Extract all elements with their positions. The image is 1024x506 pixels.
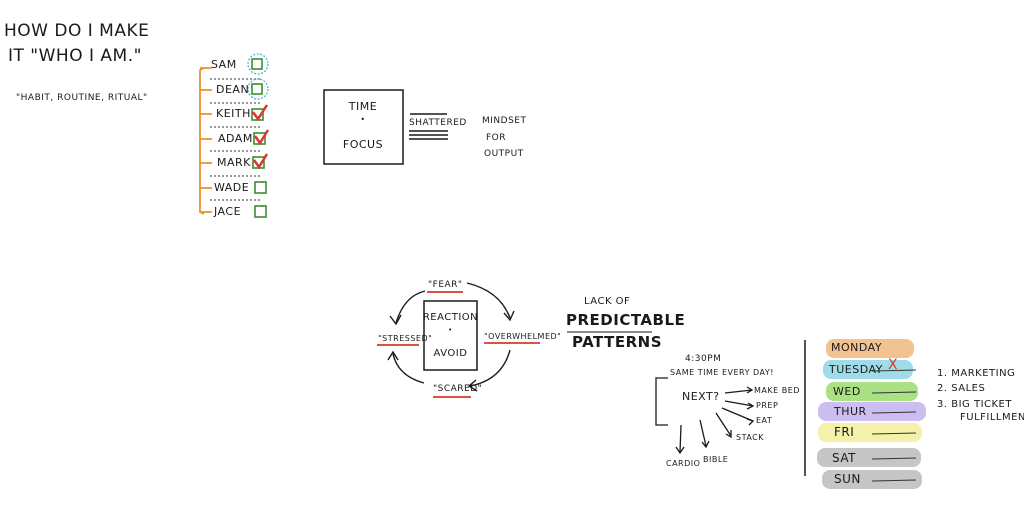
name-wade: Wade: [214, 181, 250, 194]
day-sat: Sat: [832, 451, 856, 465]
check-mark: [252, 153, 269, 170]
day-highlight-fri: [818, 423, 922, 442]
day-highlight-tuesday: [823, 360, 913, 379]
lack-line1: Lack of: [584, 296, 631, 307]
reaction-box: [423, 300, 478, 371]
names-separators: [210, 78, 262, 201]
checkboxes: [247, 53, 270, 218]
routine-cardio: Cardio: [666, 459, 701, 468]
day-thur: Thur: [834, 405, 867, 418]
circle-highlight: [247, 78, 269, 100]
cycle-scared: "Scared": [433, 384, 483, 394]
shattered-label: Shattered: [409, 118, 467, 128]
circle-highlight: [247, 53, 269, 75]
day-line-wed: [871, 391, 917, 394]
day-bands: [817, 339, 926, 489]
day-fri: Fri: [834, 425, 855, 439]
cycle-stressed: "Stressed": [378, 334, 433, 343]
day-highlight-thur: [818, 402, 926, 421]
routine-bible: Bible: [703, 455, 729, 464]
day-line-sun: [871, 479, 917, 482]
check-mark: [251, 104, 269, 122]
box-focus: Focus: [342, 138, 384, 151]
priority-3: 3. Big Ticket: [937, 399, 1012, 410]
routine-lines: [655, 377, 755, 455]
checkbox: [254, 205, 267, 218]
priority-1: 1. Marketing: [937, 368, 1016, 379]
day-highlight-sun: [822, 470, 922, 489]
routine-item-prep: Prep: [756, 401, 779, 410]
day-line-thur: [871, 411, 917, 414]
day-highlight-wed: [826, 382, 918, 401]
mindset-line1: Mindset: [482, 116, 527, 126]
mindset-line3: Output: [484, 149, 524, 159]
name-keith: Keith: [216, 107, 251, 120]
checkbox: [254, 181, 267, 194]
title-line2: It "Who I Am.": [8, 46, 142, 66]
name-sam: Sam: [211, 58, 237, 71]
routine-next: Next?: [682, 390, 720, 403]
mindset-line2: For: [486, 133, 507, 143]
day-wed: Wed: [833, 385, 861, 398]
priority-3-cont: Fulfillment: [960, 412, 1024, 423]
time-focus-box: [323, 89, 404, 165]
reaction-dot: •: [448, 326, 453, 334]
name-mark: Mark: [217, 156, 251, 169]
box-time: Time: [348, 100, 378, 113]
name-jace: Jace: [214, 205, 242, 218]
checkbox: [251, 58, 263, 70]
title-line1: How Do I Make: [4, 21, 150, 41]
reaction-label: Reaction: [422, 312, 479, 323]
cycle-arrows: [387, 282, 515, 392]
names-bracket: [199, 67, 212, 215]
checkbox: [251, 83, 263, 95]
lack-line3: Patterns: [572, 333, 663, 351]
name-adam: Adam: [218, 132, 253, 145]
day-tuesday-mark: X: [888, 357, 899, 373]
day-line-sat: [871, 457, 917, 460]
day-highlight-monday: [826, 339, 914, 358]
routine-item-make-bed: Make Bed: [754, 386, 800, 395]
routine-same-time: Same time every day!: [670, 368, 774, 377]
lack-line2: Predictable: [566, 311, 686, 329]
day-line-tuesday: [871, 369, 917, 372]
day-line-fri: [871, 432, 917, 435]
routine-item-stack: Stack: [736, 433, 765, 442]
day-sun: Sun: [834, 472, 861, 486]
check-mark: [253, 129, 270, 146]
cycle-overwhelmed: "Overwhelmed": [484, 332, 562, 341]
name-dean: Dean: [216, 83, 250, 96]
priority-2: 2. Sales: [937, 383, 986, 394]
cycle-fear: "Fear": [428, 280, 463, 290]
day-tuesday: Tuesday: [829, 363, 883, 376]
routine-item-eat: Eat: [756, 416, 773, 425]
shattered-underlines: [409, 113, 448, 140]
routine-time: 4:30pm: [685, 354, 722, 364]
cycle-underlines: [377, 291, 540, 398]
box-dot: •: [360, 115, 366, 124]
day-highlight-sat: [817, 448, 921, 467]
avoid-label: Avoid: [433, 348, 468, 359]
subtitle: "Habit, Routine, Ritual": [16, 93, 148, 103]
day-monday: Monday: [831, 341, 883, 354]
